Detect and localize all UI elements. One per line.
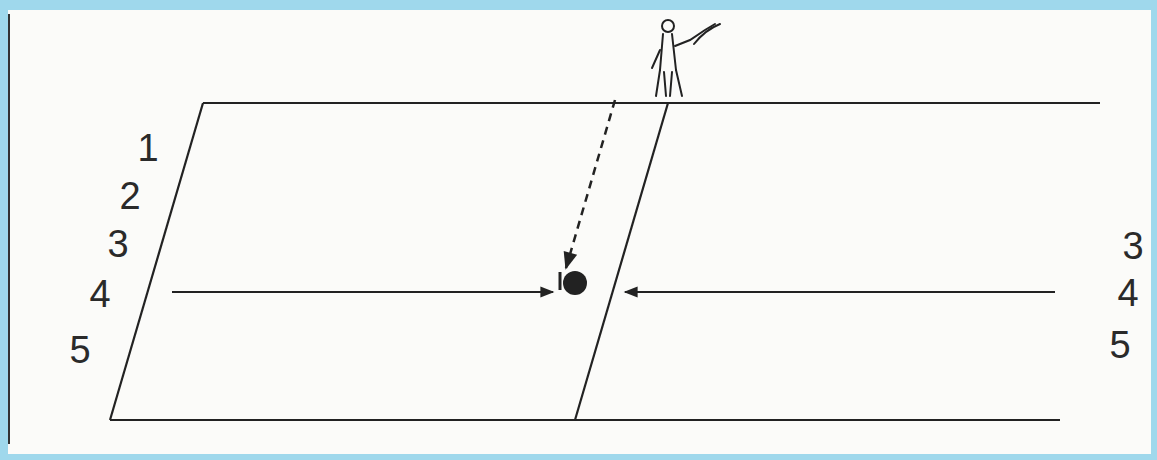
row-number: 4 (89, 275, 110, 313)
row-number: 1 (137, 129, 158, 167)
court-lines (110, 103, 1100, 420)
row-number: 5 (69, 331, 90, 369)
row-number: 4 (1117, 274, 1138, 312)
row-number: 3 (1122, 227, 1143, 265)
throw-path (566, 100, 615, 268)
row-number: 2 (119, 177, 140, 215)
ball (560, 271, 587, 295)
row-number: 3 (107, 225, 128, 263)
run-arrow-right (625, 291, 1055, 293)
thrower-figure (652, 20, 720, 96)
paper-ground (8, 10, 1151, 454)
row-number: 5 (1109, 326, 1130, 364)
frame-edge (8, 14, 10, 444)
run-arrow-left (172, 291, 553, 293)
